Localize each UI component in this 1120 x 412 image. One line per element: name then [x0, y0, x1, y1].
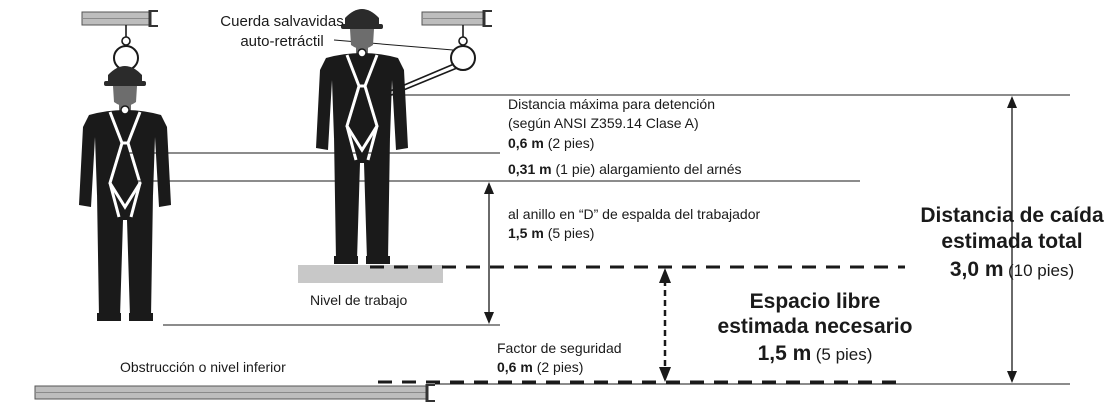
- total-value: 3,0 m (10 pies): [950, 258, 1074, 281]
- harness-stretch-label: 0,31 m (1 pie) alargamiento del arnés: [508, 161, 741, 177]
- safety-factor-value: 0,6 m (2 pies): [497, 359, 583, 375]
- work-level-label: Nivel de trabajo: [310, 292, 407, 308]
- lifeline-label-line1: Cuerda salvavidas: [220, 13, 343, 30]
- total-title-line2: estimada total: [941, 230, 1082, 253]
- dring-distance-label: al anillo en “D” de espalda del trabajad…: [508, 206, 760, 222]
- overhead-beam-right: [421, 10, 492, 27]
- total-distance-arrow: [1007, 96, 1017, 383]
- overhead-beam-left: [81, 10, 158, 27]
- total-title-line1: Distancia de caída: [920, 204, 1104, 227]
- lower-level-beam: [34, 384, 435, 402]
- dring-distance-arrow: [484, 182, 494, 324]
- clearance-title-line1: Espacio libre: [750, 290, 881, 313]
- max-arrest-label-line1: Distancia máxima para detención: [508, 96, 715, 112]
- safety-factor-label: Factor de seguridad: [497, 340, 622, 356]
- reference-lines: [125, 94, 1070, 385]
- lifeline-label-line2: auto-retráctil: [240, 33, 323, 50]
- clearance-value: 1,5 m (5 pies): [758, 342, 873, 365]
- clearance-arrow: [659, 268, 671, 382]
- max-arrest-value: 0,6 m (2 pies): [508, 135, 594, 151]
- dring-distance-value: 1,5 m (5 pies): [508, 225, 594, 241]
- lower-level-label: Obstrucción o nivel inferior: [120, 359, 286, 375]
- work-level-platform: [298, 265, 443, 283]
- max-arrest-label-line2: (según ANSI Z359.14 Clase A): [508, 115, 699, 131]
- worker-after-fall: [77, 64, 173, 323]
- clearance-title-line2: estimada necesario: [718, 315, 913, 338]
- lifeline-right: [363, 25, 476, 106]
- worker-at-work-level: [314, 7, 410, 266]
